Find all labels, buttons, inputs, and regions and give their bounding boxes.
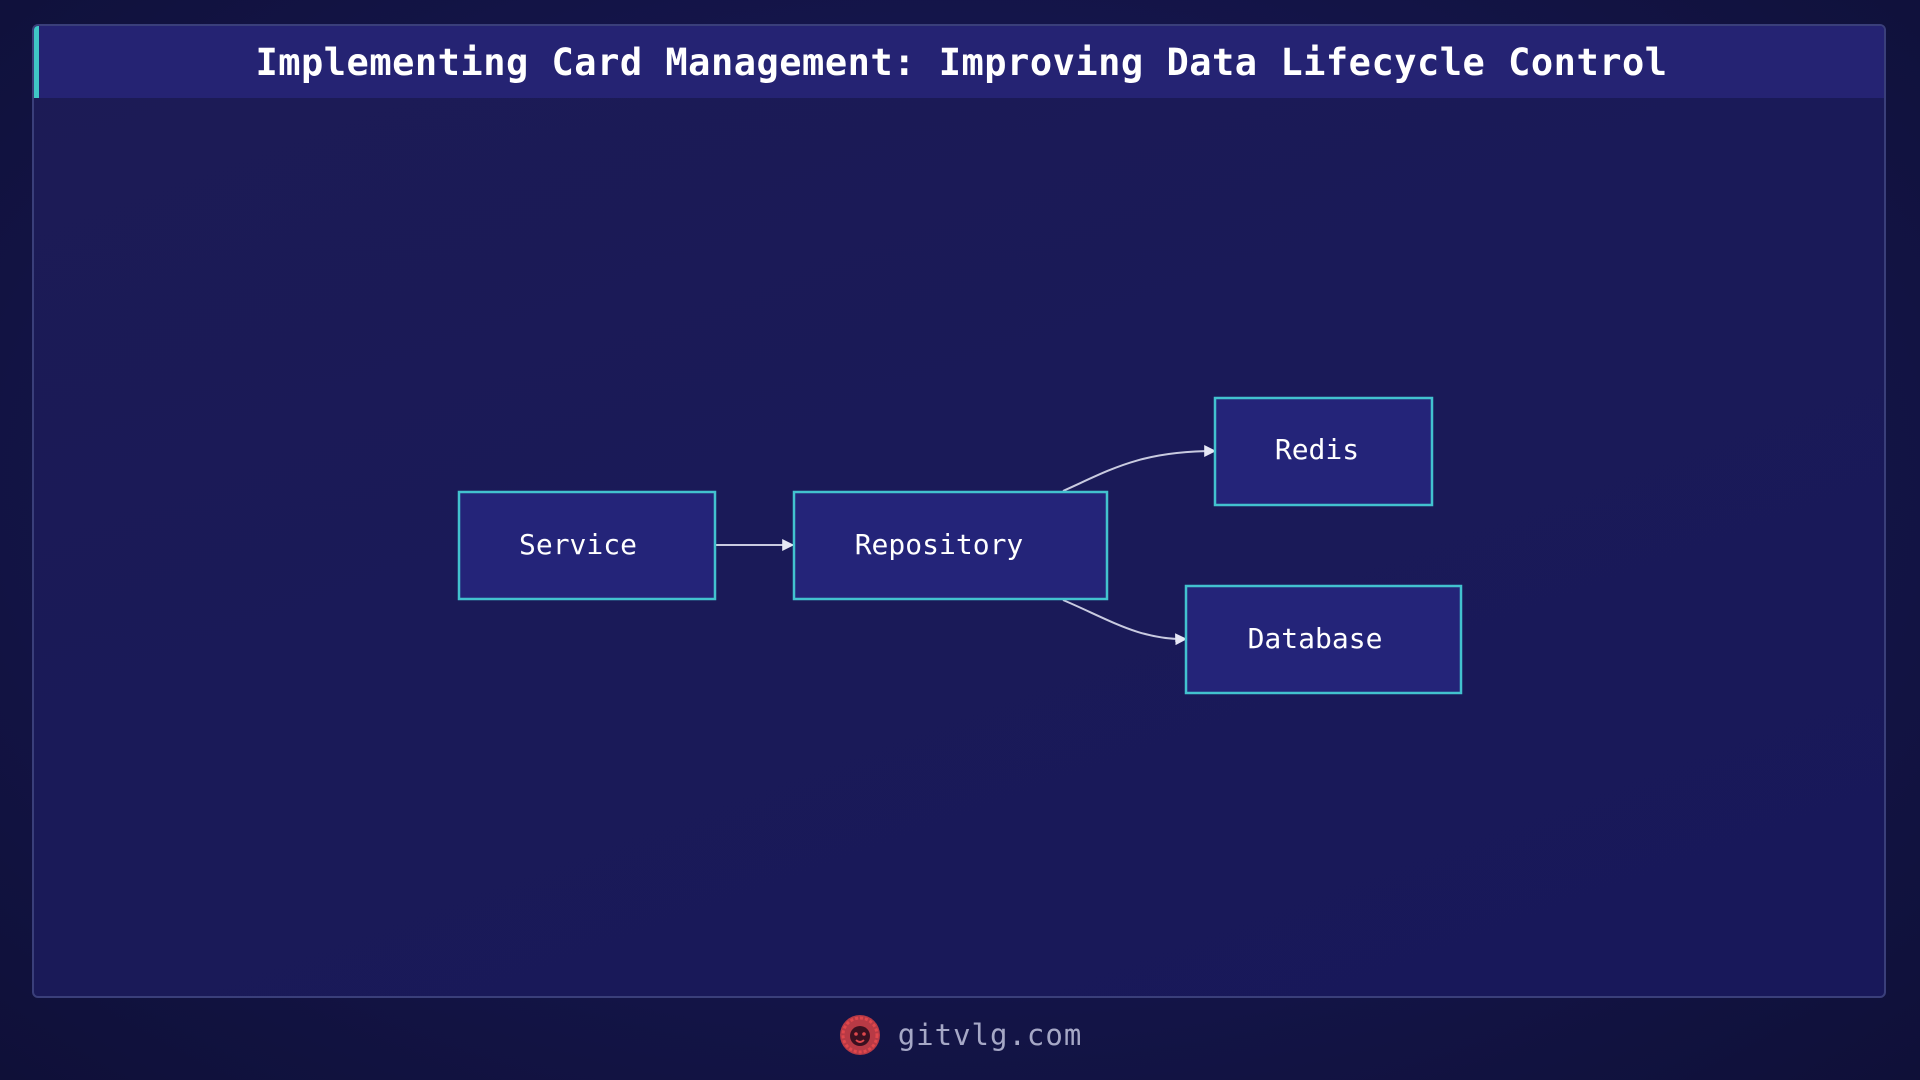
content-frame: Implementing Card Management: Improving … <box>32 24 1886 998</box>
node-redis-label: Redis <box>1275 433 1359 466</box>
title-bar: Implementing Card Management: Improving … <box>34 26 1884 98</box>
node-service-label: Service <box>519 528 637 561</box>
page-title: Implementing Card Management: Improving … <box>255 40 1668 84</box>
node-service: Service <box>457 490 717 601</box>
node-redis: Redis <box>1213 396 1434 507</box>
edge-repository-redis <box>1062 445 1217 492</box>
node-database-label: Database <box>1248 622 1383 655</box>
node-repository: Repository <box>792 490 1109 601</box>
lion-logo-icon <box>839 1015 880 1055</box>
node-repository-label: Repository <box>855 528 1024 561</box>
edge-repository-database <box>1062 599 1188 646</box>
footer: gitvlg.com <box>0 1010 1920 1060</box>
node-database: Database <box>1184 584 1463 695</box>
footer-site-link[interactable]: gitvlg.com <box>897 1018 1083 1052</box>
